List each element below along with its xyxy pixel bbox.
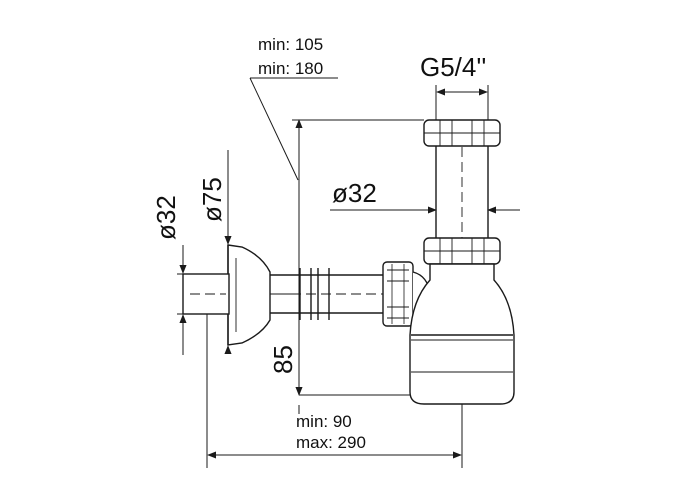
top-nut bbox=[423, 119, 501, 147]
min-90-label: min: 90 bbox=[296, 412, 352, 431]
pipe-diameter-label: ø32 bbox=[332, 178, 377, 208]
height-85-label: 85 bbox=[268, 345, 298, 374]
wall-flange bbox=[227, 244, 271, 346]
bottle-trap-body bbox=[409, 263, 515, 405]
max-290-label: max: 290 bbox=[296, 433, 366, 452]
left-diameter-label: ø32 bbox=[151, 195, 181, 240]
flange-diameter-label: ø75 bbox=[197, 177, 227, 222]
min-105-label: min: 105 bbox=[258, 35, 323, 54]
dimension-lines bbox=[177, 77, 520, 468]
middle-nut bbox=[423, 237, 501, 265]
left-pipe-stub bbox=[182, 273, 230, 315]
min-180-label: min: 180 bbox=[258, 59, 323, 78]
thread-size-label: G5/4'' bbox=[420, 52, 486, 82]
